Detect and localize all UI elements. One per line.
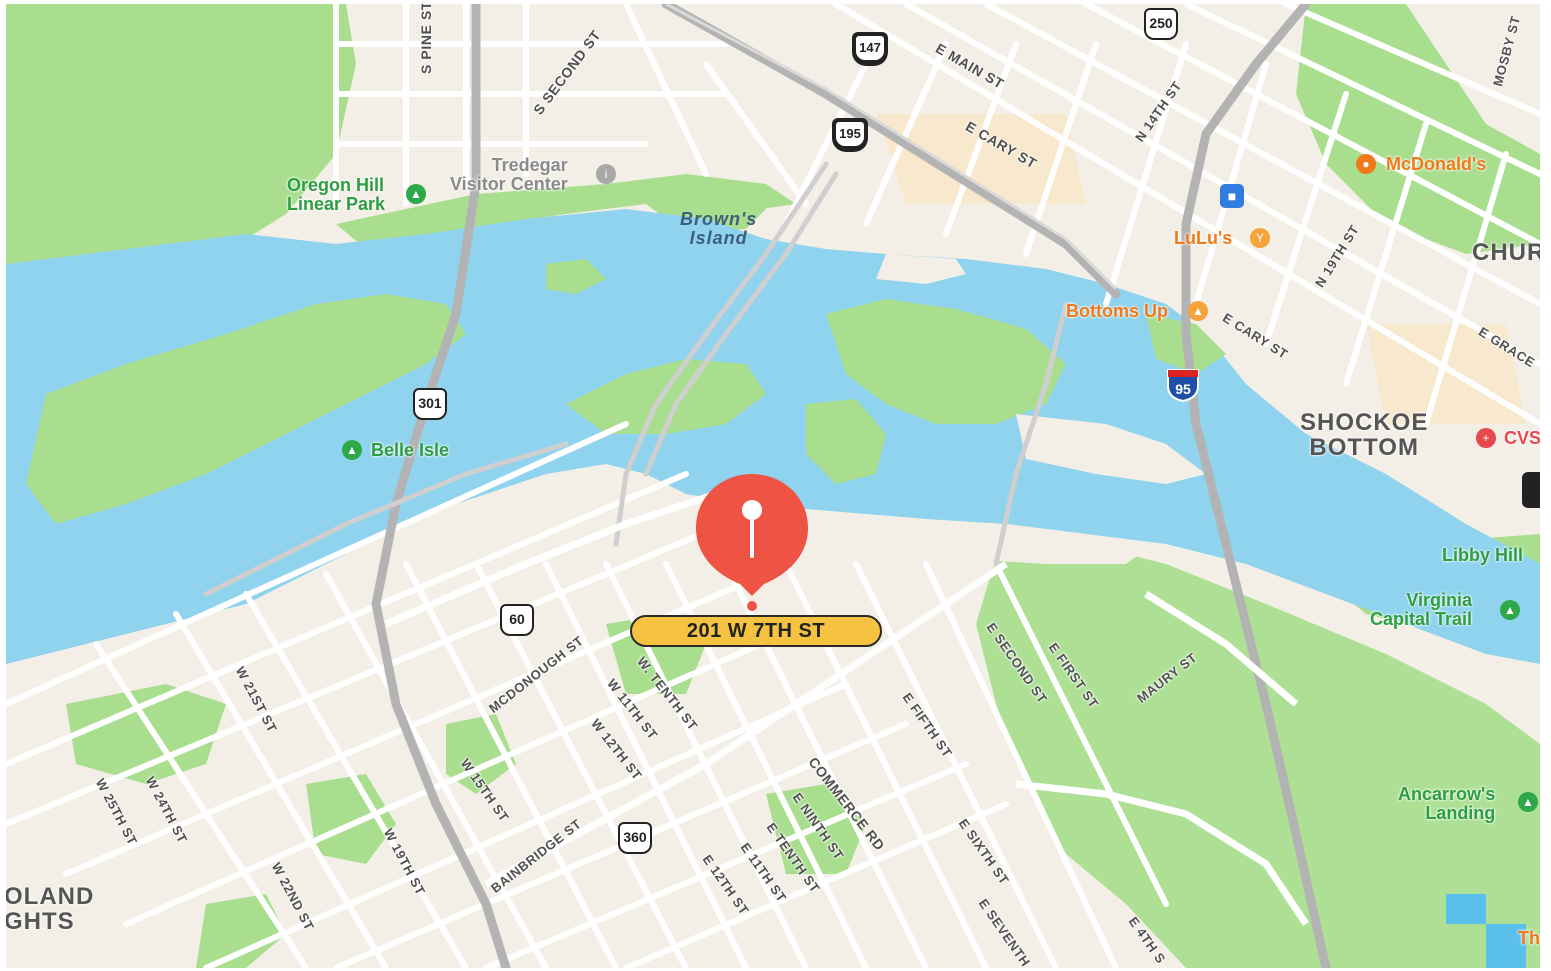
us-60-shield: 60 <box>500 604 534 636</box>
us-301-shield: 301 <box>413 388 447 420</box>
river-islands <box>26 259 1226 524</box>
map-pin-icon[interactable] <box>694 472 810 612</box>
selected-location-label[interactable]: 201 W 7TH ST <box>630 615 882 647</box>
interstate-95-shield: 95 <box>1167 369 1199 402</box>
va-147-label: 147 <box>856 36 884 60</box>
interstate-95-label: 95 <box>1175 381 1191 397</box>
map-canvas[interactable] <box>6 4 1540 968</box>
va-195-label: 195 <box>836 122 864 146</box>
river-land-strips <box>806 254 1206 564</box>
bridges <box>203 161 1069 597</box>
va-195-shield: 195 <box>832 118 868 152</box>
major-roads <box>384 480 1309 926</box>
us-250-shield: 250 <box>1144 8 1178 40</box>
us-360-shield: 360 <box>618 822 652 854</box>
street-grid <box>6 4 1540 968</box>
va-147-shield: 147 <box>852 32 888 66</box>
downtown-blocks <box>876 114 1526 424</box>
map-view[interactable]: 250 147 195 301 60 360 95 S PINE ST S SE… <box>6 4 1540 968</box>
ponds <box>1446 894 1526 968</box>
rail-lines <box>665 4 1118 291</box>
